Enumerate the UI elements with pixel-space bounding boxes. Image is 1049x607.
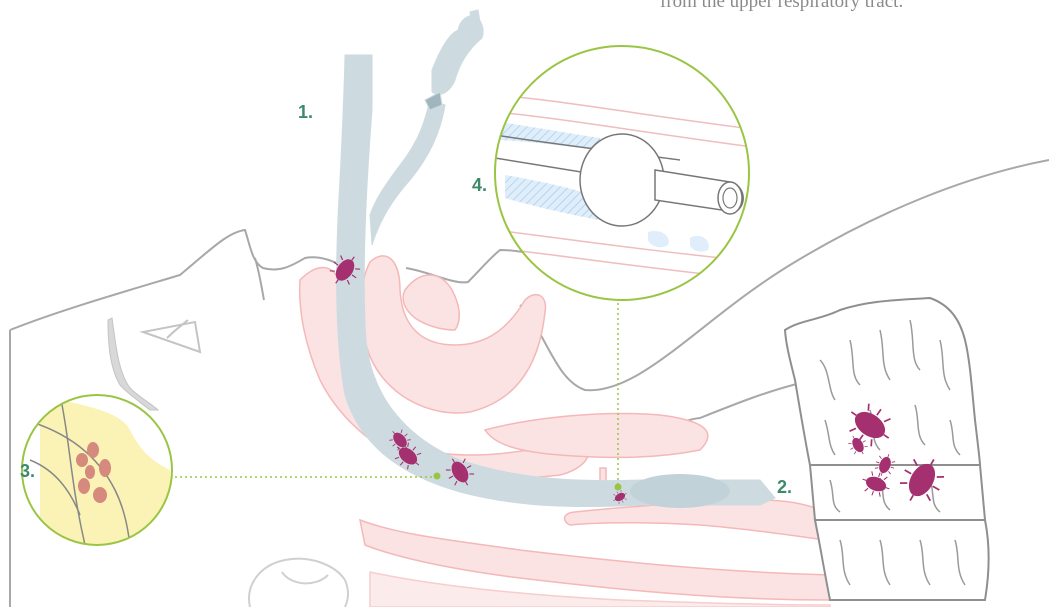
label-1: 1. [298, 102, 313, 123]
label-3: 3. [20, 461, 35, 482]
label-2: 2. [777, 477, 792, 498]
connector-dot [615, 484, 622, 491]
eye-sketch [143, 320, 200, 352]
zoom-circle-biofilm [22, 395, 175, 545]
label-4: 4. [472, 175, 487, 196]
cheek-mark [108, 318, 158, 410]
chin-inner [282, 572, 328, 583]
tube-cuff [630, 474, 730, 508]
connector-dot [434, 473, 441, 480]
zoom-circle-cuff [495, 46, 760, 300]
